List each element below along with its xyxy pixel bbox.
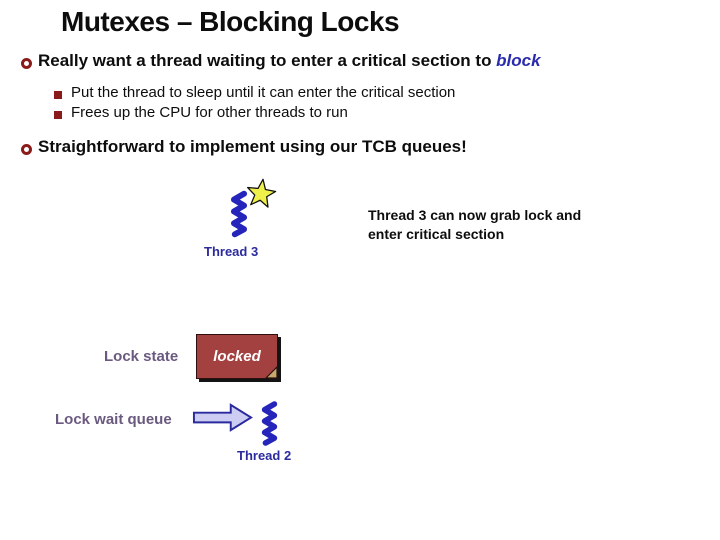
thread2-squiggle-icon [261, 401, 278, 446]
thread3-label: Thread 3 [204, 244, 259, 259]
lock-state-value: locked [213, 348, 261, 365]
sub-bullet-text: Frees up the CPU for other threads to ru… [71, 104, 348, 121]
folded-corner-icon [265, 366, 278, 379]
sub-bullet-text: Put the thread to sleep until it can ent… [71, 84, 456, 101]
annotation-text: Thread 3 can now grab lock and enter cri… [368, 207, 582, 242]
square-bullet-icon [54, 111, 62, 119]
circle-bullet-icon [21, 58, 32, 69]
lock-wait-queue-label: Lock wait queue [55, 411, 172, 428]
thread3-squiggle-icon [230, 190, 248, 238]
bullet-text: Straightforward to implement using our T… [38, 137, 467, 156]
star-icon [247, 178, 277, 208]
lock-state-label: Lock state [104, 348, 179, 365]
bullet-text-main: Really want a thread waiting to enter a … [38, 51, 497, 70]
slide-title: Mutexes – Blocking Locks [61, 6, 400, 37]
emphasis-word: block [496, 51, 541, 70]
wait-queue-arrow-icon [192, 403, 253, 432]
thread2-label: Thread 2 [237, 448, 292, 463]
circle-bullet-icon [21, 144, 32, 155]
square-bullet-icon [54, 91, 62, 99]
bullet-text: Really want a thread waiting to enter a … [38, 51, 541, 71]
lock-state-box: locked [196, 334, 278, 379]
